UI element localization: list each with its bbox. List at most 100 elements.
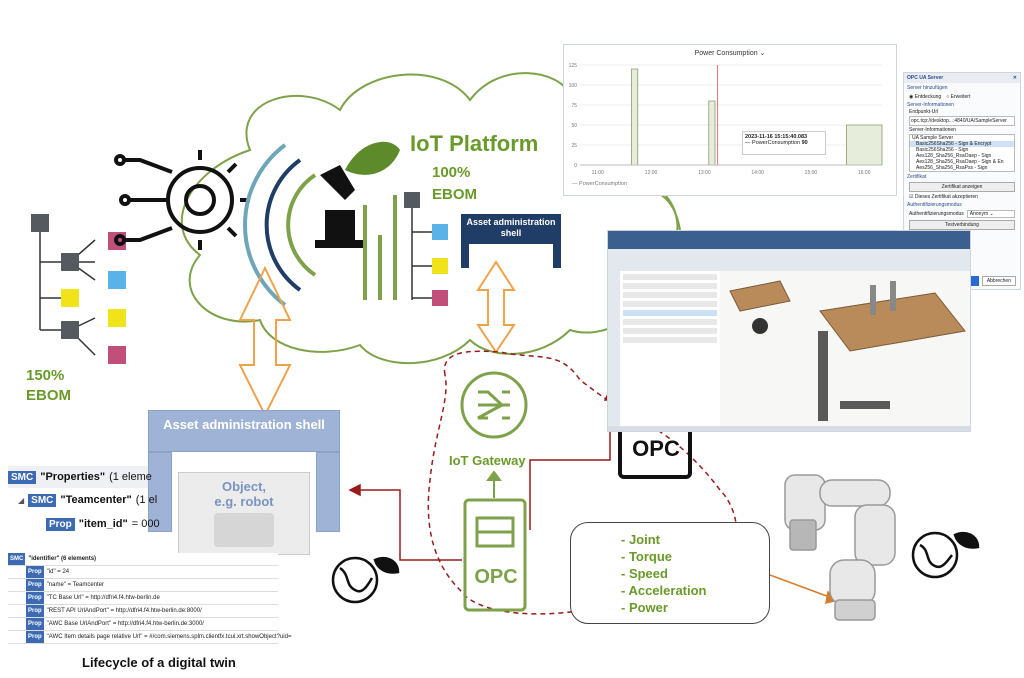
server-list-item[interactable]: Aes256_Sha256_RsaPss - Sign — [916, 165, 988, 171]
identifier-row-text: "name" = Teamcenter — [46, 582, 105, 588]
right-ebom-tree — [411, 205, 432, 300]
server-list-header[interactable]: UA Sample Server — [912, 135, 954, 141]
identifier-header-text: "identifier" (6 elements) — [28, 556, 97, 562]
cad-tree-panel[interactable] — [620, 271, 721, 427]
robot-arm-icon — [315, 165, 365, 248]
opc-ua-panel: OPC UA Server ✕ Server hinzufügen ◉ Entd… — [903, 72, 1021, 290]
close-icon[interactable]: ✕ — [1012, 75, 1017, 81]
chart-legend[interactable]: — PowerConsumption — [572, 181, 628, 187]
ebom-node — [108, 271, 126, 289]
auth-select[interactable]: Anonym ⌄ — [966, 210, 1015, 218]
section-certificate[interactable]: Zertifikat — [907, 174, 927, 180]
cancel-button[interactable]: Abbrechen — [981, 276, 1016, 286]
identifier-header[interactable]: SMC "identifier" (6 elements) — [8, 553, 278, 566]
smc-row-teamcenter[interactable]: ◢ SMC "Teamcenter" (1 el — [8, 488, 157, 512]
identifier-row[interactable]: Prop"AWC Base UrlAndPort" = http://dfri4… — [8, 618, 278, 631]
prop-tag: Prop — [26, 592, 44, 604]
radio-group: ◉ Entdeckung ○ Erweitert — [904, 93, 1020, 101]
x-tick-label: 14:00 — [751, 170, 764, 176]
smc-row-properties[interactable]: SMC "Properties" (1 eleme — [8, 466, 152, 488]
expand-triangle-icon[interactable]: ◢ — [18, 495, 25, 505]
y-tick-label: 0 — [574, 163, 577, 169]
identifier-row[interactable]: Prop"name" = Teamcenter — [8, 579, 278, 592]
opc-green-label: OPC — [474, 566, 518, 588]
identifier-row[interactable]: Prop"AWC Item details page relative Url"… — [8, 631, 291, 644]
test-connection-button[interactable]: Testverbindung — [909, 220, 1015, 230]
endpoint-input[interactable]: opc.tcp://desktop...:4840/UA/SampleServe… — [909, 116, 1015, 126]
param-speed: - Speed — [621, 566, 668, 581]
power-series-area — [624, 68, 883, 166]
ebom-node — [432, 224, 448, 240]
y-tick-label: 50 — [571, 123, 577, 129]
smc-row-item-id[interactable]: Prop "item_id" = 000 — [8, 512, 160, 536]
identifier-row[interactable]: Prop"REST API UrlAndPort" = http://dfri4… — [8, 605, 278, 618]
x-tick-label: 12:00 — [645, 170, 658, 176]
y-tick-label: 25 — [571, 143, 577, 149]
server-list-item[interactable]: Basic256Sha256 - Sign — [916, 147, 969, 153]
chart-tooltip: 2023-11-16 15:15:40.083 — PowerConsumpti… — [742, 131, 826, 155]
object-box: Object, e.g. robot — [178, 472, 310, 555]
cad-ribbon[interactable] — [608, 249, 970, 272]
robot-thumbnail — [214, 513, 274, 547]
param-torque: - Torque — [621, 549, 673, 564]
section-auth[interactable]: Authentifizierungsmodus — [907, 202, 962, 208]
power-chart-title[interactable]: Power Consumption ⌄ — [694, 50, 766, 57]
identifier-list: SMC "identifier" (6 elements) Prop"id" =… — [8, 553, 291, 644]
section-server-info[interactable]: Server-Informationen — [907, 102, 954, 108]
param-joint: - Joint — [621, 532, 660, 547]
server-list-item[interactable]: Basic256Sha256 - Sign & Encrypt — [910, 141, 1014, 147]
aas-small: Asset administration shell — [461, 214, 561, 268]
server-list-item[interactable]: Aes128_Sha256_RsaOaep - Sign — [916, 153, 992, 159]
aas-big: Asset administration shell Object, e.g. … — [148, 410, 340, 555]
robot-params-list: - Joint - Torque - Speed - Acceleration … — [621, 531, 707, 616]
radio-advanced[interactable]: ○ Erweitert — [946, 94, 971, 100]
radio-discovery-label: Entdeckung — [914, 94, 942, 100]
aas-small-label: Asset administration shell — [461, 214, 561, 244]
object-example: e.g. robot — [214, 494, 274, 509]
ebom-percent-left: 150% — [26, 367, 65, 384]
radio-discovery[interactable]: ◉ Entdeckung — [909, 94, 942, 100]
server-list-item[interactable]: Aes128_Sha256_RsaOaep - Sign & En — [916, 159, 1004, 165]
smc-tag: SMC — [8, 553, 26, 565]
section-add-server[interactable]: Server hinzufügen — [907, 85, 948, 91]
object-label: Object, — [221, 479, 267, 494]
platform-green-lines — [363, 195, 397, 300]
prop-tag: Prop — [26, 618, 44, 630]
server-list-label: Server-Informationen — [909, 127, 956, 133]
endpoint-label: Endpunkt-Url — [909, 109, 939, 115]
smc-properties-count: (1 eleme — [109, 471, 152, 483]
orange-arrow-robot — [769, 574, 840, 605]
orange-double-arrow-left — [238, 265, 292, 418]
earth-icon — [331, 556, 400, 604]
leaf-icon — [345, 141, 400, 175]
cad-window — [607, 230, 971, 432]
identifier-row-text: "AWC Item details page relative Url" = #… — [46, 634, 292, 640]
opc-ua-titlebar: OPC UA Server ✕ — [904, 73, 1020, 83]
tooltip-value: 90 — [801, 140, 808, 146]
prop-tag: Prop — [26, 631, 44, 643]
cad-viewport[interactable] — [720, 271, 970, 427]
identifier-row[interactable]: Prop"TC Base Url" = http://dfri4.f4.htw-… — [8, 592, 278, 605]
opc-black-label: OPC — [632, 436, 680, 461]
cad-ribbon-title — [608, 231, 970, 249]
tooltip-time: 2023-11-16 15:15:40.083 — [745, 134, 808, 140]
prop-tag: Prop — [26, 579, 44, 591]
ebom-node — [61, 289, 79, 307]
ebom-node — [108, 346, 126, 364]
show-certificate-button[interactable]: Zertifikat anzeigen — [909, 182, 1015, 192]
accept-certificate-checkbox[interactable]: ☑ Dieses Zertifikat akzeptieren — [909, 194, 978, 200]
orange-double-arrow-center — [476, 260, 516, 354]
identifier-row[interactable]: Prop"id" = 24 — [8, 566, 278, 579]
param-acceleration: - Acceleration — [621, 583, 707, 598]
item-id-name: "item_id" — [78, 518, 128, 530]
y-tick-label: 100 — [569, 83, 578, 89]
gear-circuit-icon — [114, 150, 250, 250]
smc-tree: SMC "Properties" (1 eleme ◢ SMC "Teamcen… — [8, 466, 160, 536]
robot-params-box: - Joint - Torque - Speed - Acceleration … — [570, 522, 770, 624]
iot-gateway-label: IoT Gateway — [449, 453, 526, 468]
ebom-node-root — [31, 214, 49, 232]
cad-left-toolbar[interactable] — [608, 271, 620, 427]
cad-status-bar — [608, 426, 970, 431]
